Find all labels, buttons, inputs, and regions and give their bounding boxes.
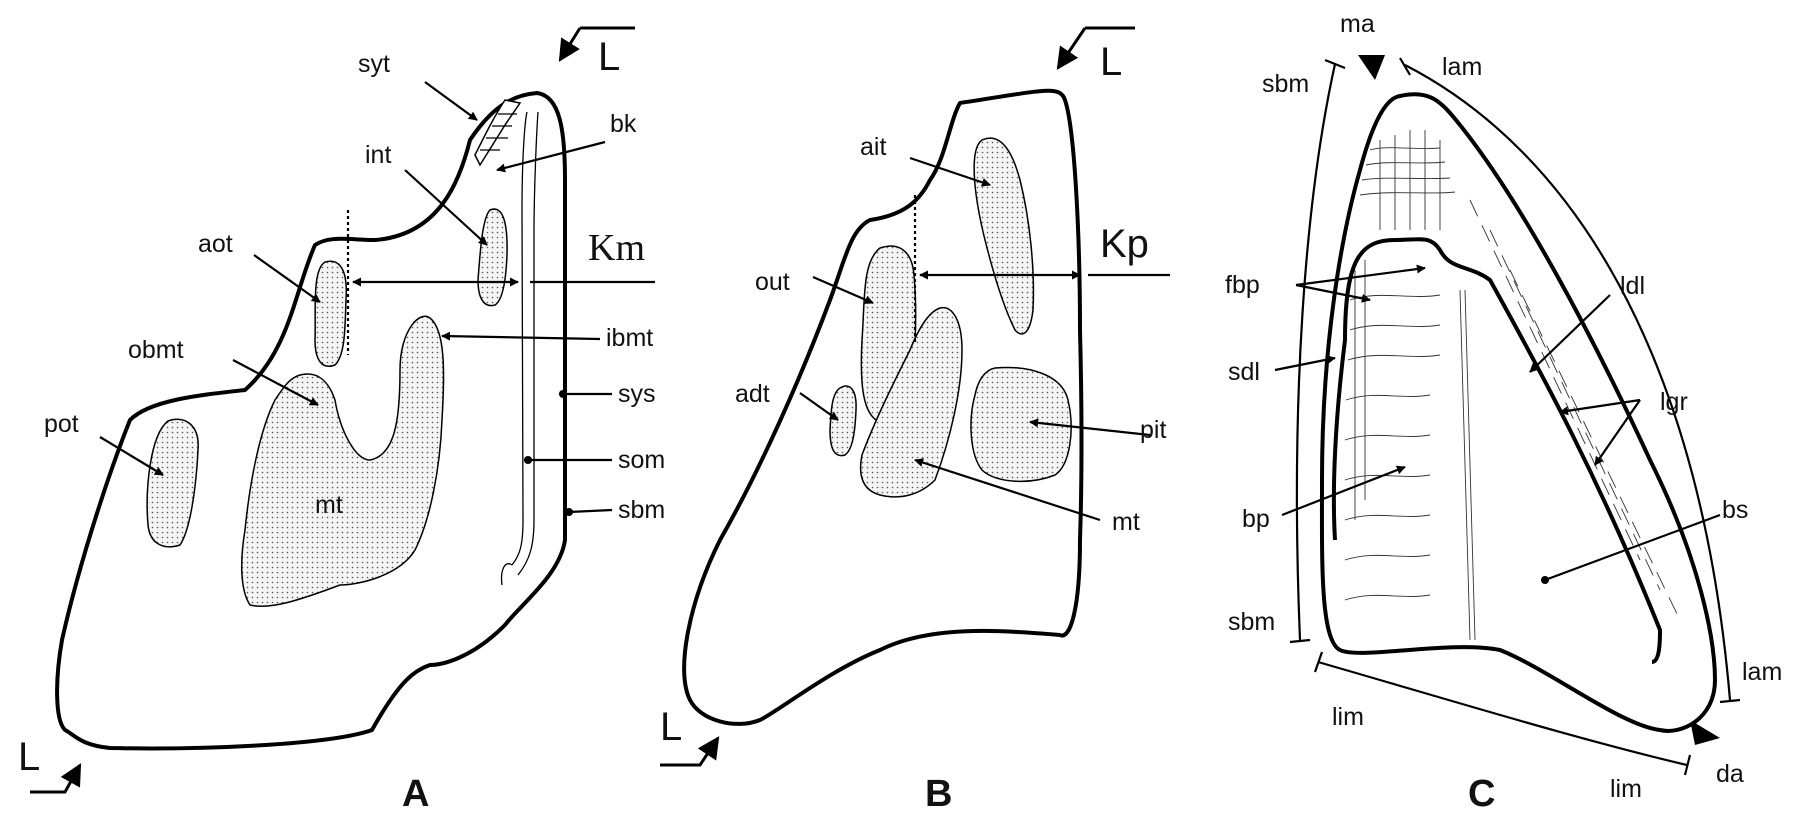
lim-bracket (1317, 660, 1688, 767)
label-syt: syt (358, 50, 390, 78)
sbm-bottom-tick (1289, 638, 1311, 644)
label-int: int (365, 141, 391, 169)
lam-bracket (1404, 64, 1732, 701)
lam-top-tick (1399, 57, 1411, 76)
sbm-top-tick (1324, 58, 1346, 70)
da-marker (1690, 720, 1720, 745)
lim-right-tick (1683, 754, 1692, 776)
panel-b-top-orientation-arrow (1058, 26, 1135, 68)
bp-plate-left (1331, 339, 1347, 541)
label-fbp: fbp (1225, 271, 1260, 299)
label-pot: pot (44, 410, 79, 438)
label-lam-bottom: lam (1742, 658, 1782, 686)
label-da: da (1716, 760, 1744, 788)
pot-leader (99, 436, 164, 476)
adt-leader (799, 392, 839, 421)
sbm-leader (564, 507, 613, 517)
lim-left-tick (1313, 651, 1324, 673)
label-bk: bk (610, 110, 637, 138)
label-mt-a: mt (315, 491, 343, 519)
lgr-leader-1 (1559, 398, 1641, 416)
out-leader (812, 275, 874, 305)
orientation-l-top: L (598, 35, 620, 79)
ait-region (973, 137, 1035, 335)
bp-hatching (1344, 260, 1476, 641)
label-sbm-top: sbm (1262, 70, 1309, 98)
label-sys: sys (618, 380, 656, 408)
ma-marker (1358, 55, 1385, 80)
int-leader (404, 169, 488, 246)
label-lim-right: lim (1610, 775, 1642, 803)
fbp-leader-1 (1295, 264, 1426, 287)
panel-a-bottom-orientation-arrow (30, 763, 82, 794)
syt-hatch (474, 99, 522, 167)
panel-a-inner-line-1 (511, 111, 528, 566)
label-ait: ait (860, 133, 886, 161)
bp-leader (1281, 465, 1406, 517)
label-lgr: lgr (1660, 388, 1688, 416)
label-sbm-bottom: sbm (1228, 608, 1275, 636)
mt-region (240, 315, 445, 608)
label-lim-left: lim (1332, 703, 1364, 731)
pit-region (970, 366, 1072, 483)
panel-a-inner-squiggle (500, 563, 513, 586)
obmt-leader (232, 359, 319, 406)
ibmt-leader (441, 331, 601, 341)
label-som: som (618, 446, 665, 474)
fbp-hatching (1359, 130, 1456, 230)
bp-plate (1343, 237, 1663, 664)
label-pit: pit (1140, 416, 1166, 444)
aot-leader (253, 254, 321, 303)
sbm-top-bracket (1295, 63, 1337, 641)
lam-bottom-tick (1719, 698, 1741, 704)
panel-letter-b: B (925, 773, 952, 815)
label-sbm-a: sbm (618, 496, 665, 524)
lgr-leader-2 (1594, 399, 1641, 466)
orientation-l-bottom: L (18, 735, 40, 779)
mt-region-b (859, 306, 963, 498)
panel-c-outline (1319, 92, 1717, 733)
orientation-l-top-b: L (1100, 40, 1122, 84)
panel-a-inner-line-2 (517, 111, 539, 576)
panel-a: syt L bk int aot Km obmt ibmt pot sys so… (18, 26, 665, 815)
label-ibmt: ibmt (606, 324, 653, 352)
label-kp: Kp (1100, 222, 1149, 266)
label-sdl: sdl (1228, 358, 1260, 386)
label-mt-b: mt (1112, 508, 1140, 536)
label-lam-top: lam (1442, 53, 1482, 81)
orientation-l-bottom-b: L (660, 705, 682, 749)
label-obmt: obmt (128, 336, 184, 364)
ait-leader (909, 156, 991, 187)
label-adt: adt (735, 380, 770, 408)
mt-leader-b (914, 458, 1101, 522)
label-km: Km (588, 227, 645, 269)
label-aot: aot (198, 230, 233, 258)
fbp-leader-2 (1295, 283, 1371, 303)
bs-leader (1540, 513, 1721, 585)
bk-leader (496, 140, 606, 173)
panel-a-top-orientation-arrow (560, 26, 635, 60)
pot-region (146, 418, 199, 548)
sdl-leader (1274, 355, 1336, 372)
syt-leader (424, 81, 478, 121)
panel-b-bottom-orientation-arrow (660, 736, 720, 767)
panel-letter-c: C (1468, 773, 1495, 815)
label-ma: ma (1340, 10, 1375, 38)
panel-b: L ait Kp out adt pit mt L B (660, 26, 1170, 815)
panel-letter-a: A (402, 773, 429, 815)
aot-region (314, 260, 348, 367)
label-bs: bs (1722, 496, 1748, 524)
pit-leader (1029, 418, 1151, 437)
label-ldl: ldl (1620, 272, 1645, 300)
panel-c: ma sbm lam fbp ldl sdl lgr bp bs sbm lam… (1225, 10, 1782, 815)
label-out: out (755, 268, 790, 296)
label-bp: bp (1242, 505, 1270, 533)
ldl-leader (1529, 294, 1611, 373)
